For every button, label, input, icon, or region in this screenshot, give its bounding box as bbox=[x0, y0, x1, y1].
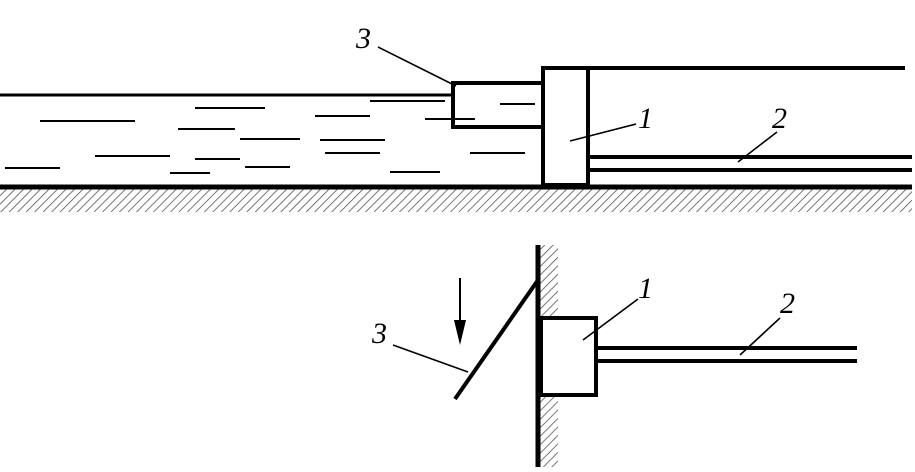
plate-3 bbox=[453, 278, 540, 401]
leader-line-2-top bbox=[737, 131, 778, 163]
rod-2-bottom bbox=[596, 346, 857, 363]
bottom-view: 3 1 2 bbox=[371, 245, 857, 467]
leader-line-1-bottom bbox=[582, 298, 639, 341]
leader-line-1-top bbox=[569, 123, 637, 142]
label-block-bottom: 1 bbox=[638, 272, 653, 305]
block-1-bottom bbox=[539, 316, 598, 397]
leader-line-3-top bbox=[377, 46, 457, 87]
top-view: 3 1 2 bbox=[0, 22, 912, 212]
block-1 bbox=[541, 66, 590, 187]
label-rod-bottom: 2 bbox=[780, 287, 795, 320]
liquid-dashes bbox=[5, 100, 535, 174]
leader-line-2-bottom bbox=[739, 317, 781, 356]
leader-line-3-bottom bbox=[392, 344, 469, 373]
label-rods-top: 2 bbox=[772, 102, 787, 135]
label-block-top: 1 bbox=[638, 102, 653, 135]
rods-2 bbox=[588, 155, 912, 172]
arrow-down-icon bbox=[454, 278, 466, 345]
label-nozzle-top: 3 bbox=[355, 22, 371, 55]
ground-hatching bbox=[0, 188, 912, 212]
label-plate-bottom: 3 bbox=[371, 317, 387, 350]
